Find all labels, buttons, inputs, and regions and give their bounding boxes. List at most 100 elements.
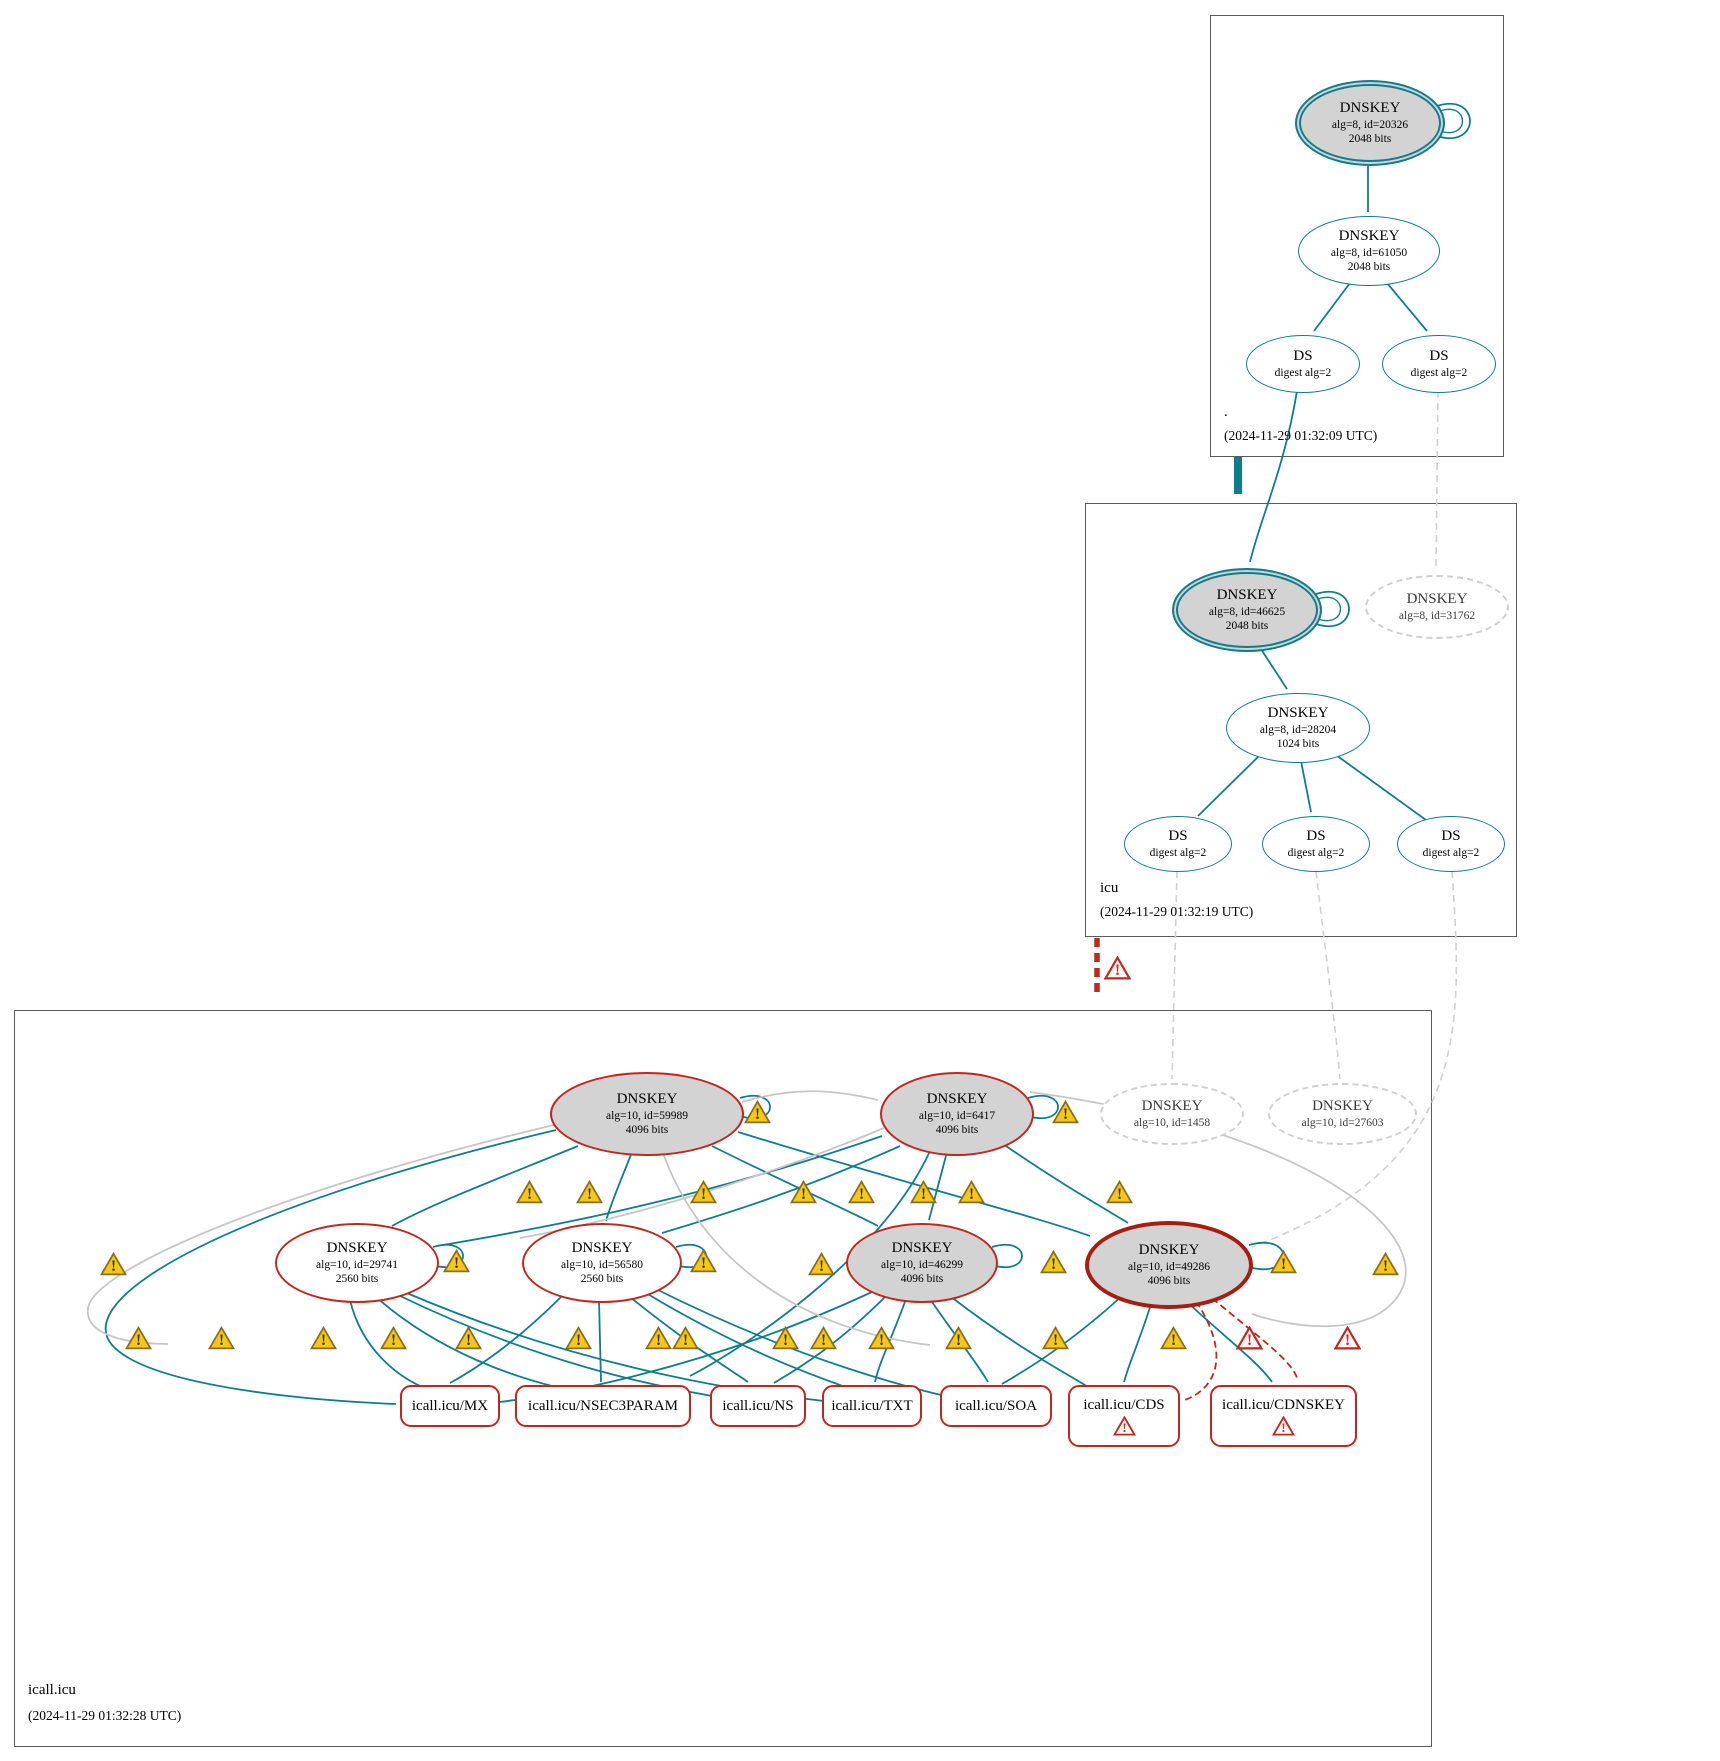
edge-6417-29741 [436,1135,883,1247]
dnskey-49286[interactable]: DNSKEY alg=10, id=49286 4096 bits [1085,1221,1253,1309]
edge-selfloop-6417 [1027,1095,1059,1119]
warning-icon [125,1326,152,1350]
dnskey-46299[interactable]: DNSKEY alg=10, id=46299 4096 bits [846,1223,998,1303]
node-sub: alg=10, id=6417 [918,1110,996,1122]
edge-6417-46299 [928,1151,948,1221]
node-sub: alg=10, id=27603 [1301,1117,1384,1130]
warning-icon [645,1326,672,1350]
warning-icon [516,1180,543,1204]
node-bits: 4096 bits [625,1124,669,1137]
warning-icon [808,1252,835,1276]
rrset-label: icall.icu/NSEC3PARAM [528,1397,678,1414]
zone-timestamp-icall: (2024-11-29 01:32:28 UTC) [28,1708,182,1723]
node-title: DNSKEY [926,1091,988,1108]
edge-icu-ksk-zsk [1258,645,1288,690]
dnskey-1458-missing[interactable]: DNSKEY alg=10, id=1458 [1100,1083,1244,1145]
node-sub: digest alg=2 [1287,847,1345,860]
edge-root-ds1-icu-ksk [1249,390,1298,563]
node-title: DNSKEY [1312,1098,1373,1115]
dnskey-46625[interactable]: DNSKEY alg=8, id=46625 2048 bits [1172,568,1322,652]
edge-56580-nsec3param [598,1299,602,1383]
edge-46299-cds [949,1295,1089,1388]
warning-icon [310,1326,337,1350]
rrset-cdnskey[interactable]: icall.icu/CDNSKEY [1210,1385,1357,1447]
zonebox-icu [1085,503,1517,937]
edge-root-ds2-icu-missing [1435,390,1439,570]
rrset-label: icall.icu/TXT [831,1397,913,1414]
edge-59989-mx-long [105,1129,557,1405]
warning-icon [455,1326,482,1350]
node-title: DS [1441,828,1461,845]
warning-icon [1270,1250,1297,1274]
edge-root-zsk-ds1 [1313,282,1351,332]
edge-root-zsk-ds2 [1386,282,1428,332]
rrset-ns[interactable]: icall.icu/NS [710,1385,806,1427]
edge-56580-ns [629,1296,749,1383]
node-sub: alg=10, id=59989 [606,1110,688,1122]
node-sub: alg=10, id=56580 [561,1259,643,1271]
rrset-txt[interactable]: icall.icu/TXT [822,1385,922,1427]
ds-icu-2[interactable]: DS digest alg=2 [1262,816,1370,872]
rrset-mx[interactable]: icall.icu/MX [400,1385,500,1427]
warning-icon [945,1326,972,1350]
edge-56580-soa [655,1288,955,1399]
dnskey-28204[interactable]: DNSKEY alg=8, id=28204 1024 bits [1226,693,1370,763]
error-icon [1334,1326,1361,1350]
error-icon [1236,1326,1263,1350]
node-sub: alg=10, id=49286 [1128,1261,1210,1273]
rrset-label: icall.icu/SOA [954,1397,1038,1414]
error-icon [1272,1416,1295,1436]
zonebox-root [1210,15,1504,457]
dnskey-61050[interactable]: DNSKEY alg=8, id=61050 2048 bits [1298,216,1440,286]
edge-56580-mx [449,1295,563,1384]
node-sub: digest alg=2 [1410,367,1468,380]
dnskey-6417[interactable]: DNSKEY alg=10, id=6417 4096 bits [880,1072,1034,1156]
zone-label-root: . [1224,404,1228,420]
warning-icon [380,1326,407,1350]
node-title: DNSKEY [1141,1098,1203,1115]
ds-root-1[interactable]: DS digest alg=2 [1246,335,1360,393]
rrset-label: icall.icu/CDS [1083,1396,1165,1413]
warning-icon [790,1180,817,1204]
rrset-soa[interactable]: icall.icu/SOA [940,1385,1052,1427]
dnskey-20326[interactable]: DNSKEY alg=8, id=20326 2048 bits [1295,80,1445,166]
warning-icon [810,1326,837,1350]
dnskey-29741[interactable]: DNSKEY alg=10, id=29741 2560 bits [275,1223,439,1303]
zone-label-icu: icu [1100,880,1119,896]
edge-59989-6417-gray [741,1090,879,1103]
dnskey-56580[interactable]: DNSKEY alg=10, id=56580 2560 bits [522,1223,682,1303]
dnskey-59989[interactable]: DNSKEY alg=10, id=59989 4096 bits [550,1072,744,1156]
edge-icu-ksk-selfloop-inner [1317,596,1342,622]
warning-icon [1040,1250,1067,1274]
node-title: DS [1429,348,1449,365]
rrset-cds[interactable]: icall.icu/CDS [1068,1385,1180,1447]
node-title: DNSKEY [1339,100,1401,117]
warning-icon [1052,1100,1079,1124]
node-bits: 4096 bits [1147,1275,1191,1288]
warning-icon [208,1326,235,1350]
ds-icu-3[interactable]: DS digest alg=2 [1397,816,1505,872]
ds-root-2[interactable]: DS digest alg=2 [1382,335,1496,393]
edge-49286-cds-error [1181,1300,1218,1402]
node-title: DS [1168,828,1188,845]
rrset-nsec3param[interactable]: icall.icu/NSEC3PARAM [515,1385,691,1427]
node-title: DS [1293,348,1313,365]
node-title: DNSKEY [1338,228,1400,245]
dnskey-27603-missing[interactable]: DNSKEY alg=10, id=27603 [1268,1083,1417,1145]
node-bits: 2560 bits [335,1273,379,1286]
zonebox-icall [14,1010,1432,1747]
warning-icon [868,1326,895,1350]
edge-59989-29741 [391,1145,579,1227]
edge-6417-nsec3param-long [689,1150,931,1377]
error-icon [1113,1416,1136,1436]
edge-icu-ds2-k27603 [1315,870,1341,1080]
node-sub: alg=10, id=1458 [1133,1117,1211,1130]
zone-label-icall: icall.icu [28,1682,76,1698]
node-bits: 2048 bits [1347,261,1391,274]
node-sub: digest alg=2 [1149,847,1207,860]
warning-icon [958,1180,985,1204]
dnskey-31762-missing[interactable]: DNSKEY alg=8, id=31762 [1365,575,1509,639]
node-bits: 2560 bits [580,1273,624,1286]
ds-icu-1[interactable]: DS digest alg=2 [1124,816,1232,872]
warning-icon [848,1180,875,1204]
